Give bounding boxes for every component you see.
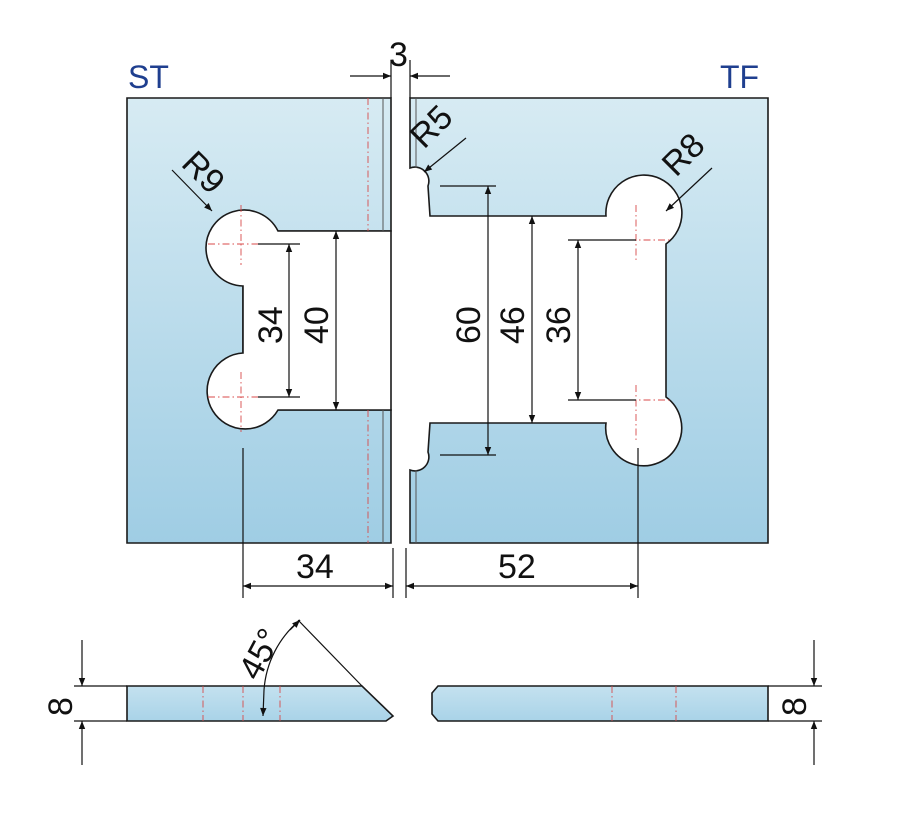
dim-bottom-52: 52: [498, 548, 536, 586]
dim-bottom-34: 34: [296, 548, 334, 586]
dim-right-36: 36: [540, 306, 578, 344]
dim-left-40: 40: [298, 306, 336, 344]
dim-right-60: 60: [450, 306, 488, 344]
label-tf: TF: [720, 59, 759, 95]
left-plate-cutout: [205, 209, 392, 430]
right-side-view: [431, 685, 769, 722]
right-plate: [409, 97, 769, 544]
r8-leader: [665, 167, 713, 212]
dim-thickness-left: 8: [42, 697, 80, 716]
angle-arrow-bottom: [260, 689, 267, 717]
angle-arrow-top: [289, 619, 301, 631]
dim-thickness-right: 8: [776, 697, 814, 716]
dim-angle-45: 45°: [232, 623, 290, 686]
r5-leader: [423, 137, 467, 173]
angle-ref-line: [297, 619, 363, 687]
dim-right-46: 46: [494, 306, 532, 344]
r9-leader: [171, 169, 213, 212]
left-side-view: [126, 685, 395, 722]
dim-left-34: 34: [252, 306, 290, 344]
dim-gap-3: 3: [389, 36, 408, 74]
label-st: ST: [128, 59, 169, 95]
